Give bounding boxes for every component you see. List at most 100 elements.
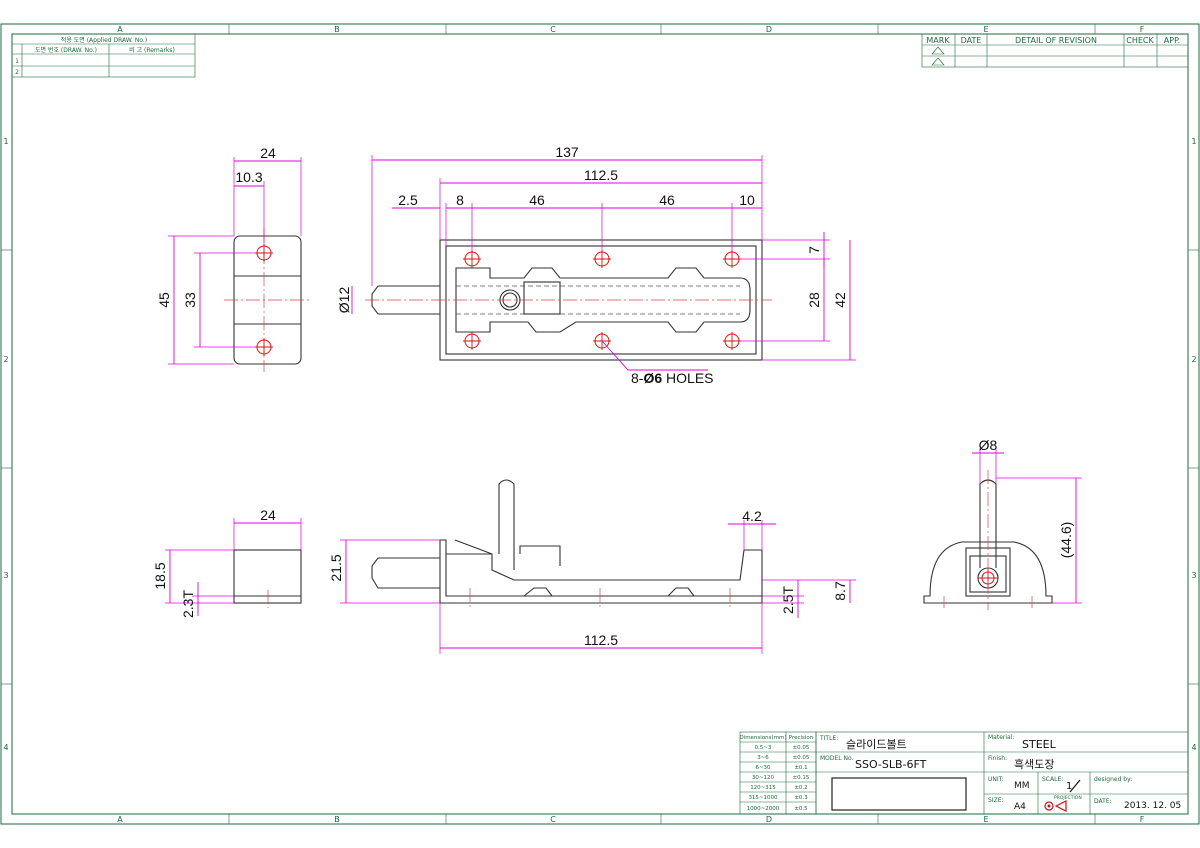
dim-front-46-right: 46: [659, 192, 675, 208]
elevation-dimensions: 21.5 4.2 2.5T 8.7 112.5: [328, 508, 856, 654]
size-value: A4: [1014, 802, 1026, 812]
scale-label: SCALE:: [1042, 776, 1063, 783]
dim-elevation-112-5: 112.5: [584, 632, 618, 648]
dim-front-10: 10: [739, 192, 755, 208]
dim-front-42: 42: [832, 292, 848, 308]
dim-front-dia12: Ø12: [336, 287, 352, 314]
dim-side-10-3: 10.3: [235, 169, 262, 185]
elevation-view: [371, 479, 763, 608]
bottom-side-view: [233, 549, 302, 608]
zone-row-2-right: 2: [1191, 355, 1196, 364]
unit-value: MM: [1014, 781, 1030, 791]
dim-front-137: 137: [555, 144, 579, 160]
zone-col-e-top: E: [983, 25, 988, 34]
tolerance-value: ±0.2: [794, 785, 807, 791]
unit-label: UNIT:: [988, 776, 1004, 783]
dim-front-46-left: 46: [529, 192, 545, 208]
tolerance-table: Dimensions(mm) Precision 0.5~3 ±0.05 3~6…: [739, 731, 817, 815]
tolerance-header-precision: Precision: [789, 735, 814, 741]
date-label: DATE:: [1094, 798, 1112, 805]
designed-label: designed by:: [1094, 776, 1132, 783]
revision-table: MARK DATE DETAIL OF REVISION CHECK APP.: [921, 33, 1189, 68]
tolerance-range: 1000~2000: [747, 806, 780, 812]
projection-label: PROJECTION: [1054, 795, 1082, 801]
dim-elevation-21-5: 21.5: [328, 554, 344, 581]
zone-col-b-bottom: B: [334, 815, 340, 824]
dim-front-8: 8: [456, 192, 464, 208]
tolerance-value: ±0.1: [794, 765, 807, 771]
zone-col-a-bottom: A: [117, 815, 123, 824]
front-view: [365, 239, 772, 361]
zone-row-4-left: 4: [3, 743, 8, 752]
tolerance-range: 315~1000: [748, 795, 778, 801]
dim-front-7: 7: [806, 246, 822, 254]
tolerance-value: ±0.15: [793, 775, 810, 781]
material-label: Material:: [988, 734, 1014, 741]
revision-col-check: CHECK: [1126, 36, 1154, 45]
end-view: [923, 470, 1053, 610]
tolerance-value: ±0.05: [793, 755, 810, 761]
revision-triangle-icon: [931, 57, 945, 66]
holes-note: 8-Ø6 HOLES: [631, 370, 714, 386]
zone-col-e-bottom: E: [983, 815, 988, 824]
applied-table-row-2: 2: [15, 69, 19, 76]
title-value: 슬라이드볼트: [846, 738, 907, 751]
dim-side-24: 24: [260, 145, 276, 161]
title-block: TITLE: 슬라이드볼트 MODEL No. SSO-SLB-6FT Mate…: [815, 731, 1189, 815]
side-view: [224, 228, 312, 372]
end-view-dimensions: Ø8 (44.6): [972, 437, 1082, 604]
model-value: SSO-SLB-6FT: [855, 758, 927, 771]
finish-label: Finish:: [988, 755, 1007, 762]
tolerance-range: 0.5~3: [755, 745, 772, 751]
finish-value: 흑색도장: [1014, 757, 1054, 771]
dim-front-2-5: 2.5: [398, 192, 418, 208]
dim-front-112-5: 112.5: [584, 167, 618, 183]
zone-row-2-left: 2: [3, 355, 8, 364]
zone-row-3-left: 3: [3, 571, 8, 580]
zone-col-b-top: B: [334, 25, 340, 34]
dim-end-44-6: (44.6): [1058, 522, 1074, 559]
revision-col-detail: DETAIL OF REVISION: [1015, 36, 1097, 45]
zone-row-1-left: 1: [3, 137, 8, 146]
projection-symbol-icon: [1044, 800, 1067, 812]
zone-labels: A B C D E F A B C D E F 1 2 3 4 1 2 3 4: [3, 25, 1196, 824]
dim-front-28: 28: [806, 292, 822, 308]
front-view-dimensions: 137 112.5 2.5 8 46 46 10 7 28 42 Ø12: [336, 144, 856, 386]
dim-elevation-4-2: 4.2: [742, 508, 762, 524]
zone-col-d-bottom: D: [766, 815, 772, 824]
applied-table-title: 적용 도면 (Applied DRAW. No.): [61, 36, 147, 44]
zone-col-a-top: A: [117, 25, 123, 34]
tolerance-range: 120~315: [750, 785, 776, 791]
applied-drawing-table: 적용 도면 (Applied DRAW. No.) 도면 번호 (DRAW. N…: [11, 33, 196, 78]
dim-elevation-8-7: 8.7: [832, 581, 848, 601]
applied-table-col-remarks: 비 고 (Remarks): [129, 46, 175, 54]
applied-table-col-drawno: 도면 번호 (DRAW. No.): [35, 46, 97, 54]
date-value: 2013. 12. 05: [1124, 801, 1181, 811]
dim-side-45: 45: [156, 292, 172, 308]
tolerance-value: ±0.05: [793, 745, 810, 751]
dim-bottom-24: 24: [260, 507, 276, 523]
material-value: STEEL: [1022, 738, 1057, 751]
side-view-dimensions: 24 10.3 45 33: [156, 145, 302, 365]
tolerance-value: ±0.5: [794, 806, 808, 812]
revision-col-date: DATE: [961, 36, 982, 45]
dim-side-33: 33: [182, 292, 198, 308]
model-label: MODEL No.: [820, 755, 854, 762]
zone-col-f-bottom: F: [1140, 815, 1145, 824]
zone-row-3-right: 3: [1191, 571, 1196, 580]
dim-bottom-2-3t: 2.3T: [180, 590, 196, 618]
zone-row-1-right: 1: [1191, 137, 1196, 146]
tolerance-range: 30~120: [752, 775, 775, 781]
zone-col-c-top: C: [550, 25, 556, 34]
dim-bottom-18-5: 18.5: [152, 562, 168, 589]
tolerance-range: 6~30: [755, 765, 771, 771]
tolerance-header-dimensions: Dimensions(mm): [739, 735, 786, 741]
zone-col-f-top: F: [1140, 25, 1145, 34]
bottom-side-dimensions: 24 18.5 2.3T: [152, 507, 302, 618]
zone-col-c-bottom: C: [550, 815, 556, 824]
tolerance-value: ±0.3: [794, 795, 808, 801]
applied-table-row-1: 1: [15, 58, 19, 65]
dim-end-dia8: Ø8: [979, 437, 998, 453]
revision-col-mark: MARK: [926, 36, 950, 45]
